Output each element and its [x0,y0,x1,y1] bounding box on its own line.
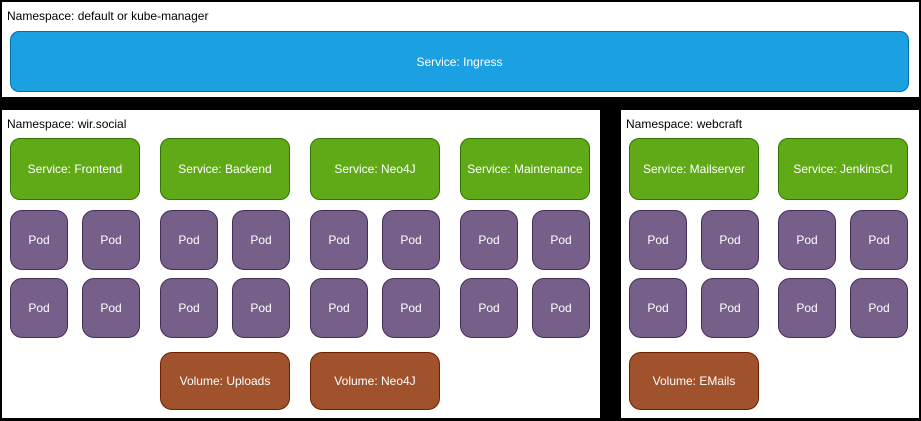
pod-node: Pod [382,210,440,270]
pod-node: Pod [82,210,140,270]
service-node-backend: Service: Backend [160,138,290,200]
pod-node: Pod [629,278,687,338]
pod-node: Pod [310,210,368,270]
service-node-maintenance: Service: Maintenance [460,138,590,200]
pod-node: Pod [382,278,440,338]
service-node-mailserver: Service: Mailserver [629,138,759,200]
pod-node: Pod [82,278,140,338]
namespace-panel-webcraft: Namespace: webcraft Service: Mailserver … [621,110,919,418]
pod-node: Pod [232,210,290,270]
pod-node: Pod [460,210,518,270]
pod-node: Pod [701,278,759,338]
pod-node: Pod [310,278,368,338]
pod-node: Pod [532,210,590,270]
pod-node: Pod [460,278,518,338]
pod-node: Pod [160,278,218,338]
namespace-panel-default-kube-manager: Namespace: default or kube-manager Servi… [2,2,919,97]
service-node-frontend: Service: Frontend [10,138,140,200]
volume-node-uploads: Volume: Uploads [160,352,290,410]
namespace-label: Namespace: webcraft [626,117,743,131]
volume-node-neo4j: Volume: Neo4J [310,352,440,410]
pod-node: Pod [701,210,759,270]
pod-node: Pod [160,210,218,270]
pod-node: Pod [778,278,836,338]
pod-node: Pod [850,278,908,338]
service-node-ingress: Service: Ingress [10,31,909,92]
namespace-label: Namespace: default or kube-manager [7,9,209,23]
namespace-label: Namespace: wir.social [7,117,127,131]
pod-node: Pod [532,278,590,338]
volume-node-emails: Volume: EMails [629,352,759,410]
pod-node: Pod [778,210,836,270]
namespace-panel-wir-social: Namespace: wir.social Service: Frontend … [2,110,600,418]
pod-node: Pod [629,210,687,270]
pod-node: Pod [232,278,290,338]
pod-node: Pod [10,278,68,338]
pod-node: Pod [10,210,68,270]
service-node-neo4j: Service: Neo4J [310,138,440,200]
service-node-jenkinsci: Service: JenkinsCI [778,138,908,200]
pod-node: Pod [850,210,908,270]
